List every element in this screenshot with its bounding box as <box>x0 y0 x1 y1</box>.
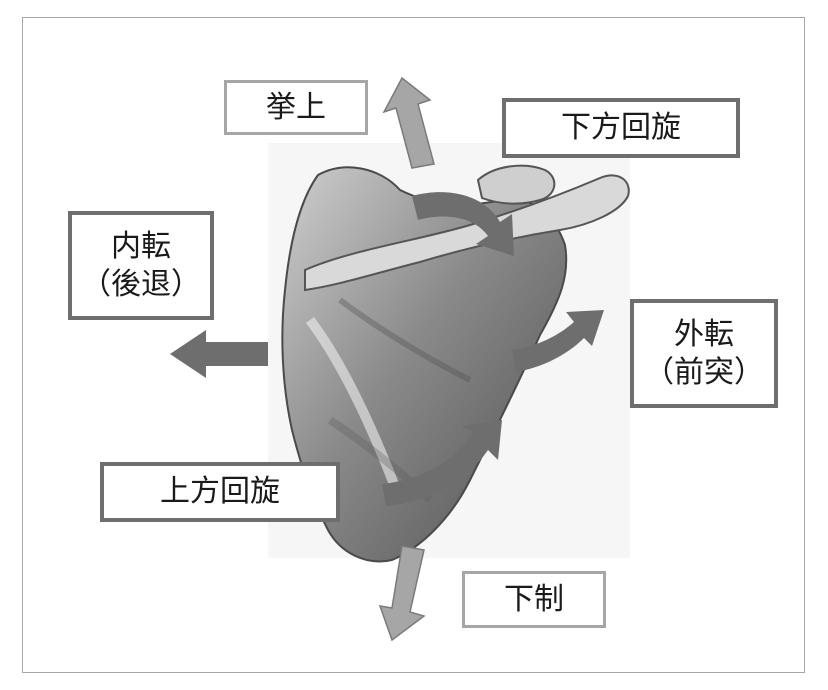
elevation-arrow <box>382 76 435 169</box>
scapula-bone <box>281 164 630 563</box>
depression-arrow <box>378 545 426 642</box>
depression-label: 下制 <box>462 571 606 628</box>
elevation-text: 挙上 <box>266 89 326 125</box>
adduction-text: 内転 <box>111 228 171 264</box>
downward-rotation-text: 下方回旋 <box>561 110 681 145</box>
downward-rotation-label: 下方回旋 <box>502 98 740 158</box>
downward-rotation-arrow <box>412 192 514 256</box>
adduction-label: 内転 （後退） <box>68 211 214 320</box>
abduction-text: 外転 <box>674 316 734 352</box>
upward-rotation-text: 上方回旋 <box>160 474 280 509</box>
depression-text: 下制 <box>504 581 564 617</box>
adduction-arrow <box>170 330 268 378</box>
abduction-subtext: （前突） <box>644 354 764 390</box>
upward-rotation-arrow <box>382 420 502 506</box>
abduction-arrow <box>512 310 604 372</box>
adduction-subtext: （後退） <box>81 266 201 302</box>
abduction-label: 外転 （前突） <box>630 299 778 408</box>
elevation-label: 挙上 <box>224 80 368 135</box>
upward-rotation-label: 上方回旋 <box>100 462 340 522</box>
